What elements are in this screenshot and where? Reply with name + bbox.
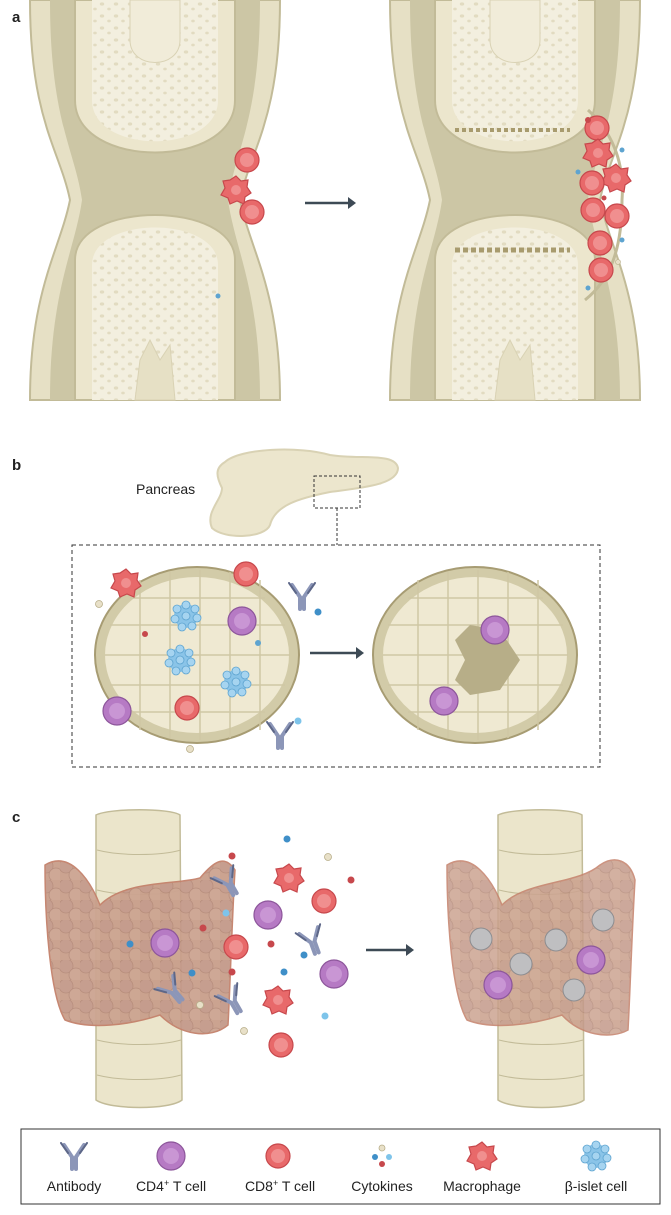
cd8-t-cell [580,197,606,223]
cd8-t-cell [268,1032,294,1058]
joint-inflamed [389,0,641,401]
cd4-t-cell [483,970,513,1000]
cd4-t-cell [429,686,459,716]
legend-label-beta-islet: β-islet cell [565,1178,628,1194]
macrophage [262,985,294,1015]
cd4-t-cell [102,696,132,726]
cd4-t-cell [227,606,257,636]
cytokines-icon [372,1144,392,1167]
arrow-head-icon [348,197,356,209]
cd4-t-cell [576,945,606,975]
arrow-head-icon [406,944,414,956]
cd8-t-cell [579,170,605,196]
legend-label-cytokines: Cytokines [351,1178,412,1194]
cd4-t-cell [319,959,349,989]
cd8-t-cell [239,199,265,225]
legend-box [20,1128,661,1205]
legend-label-cd4: CD4+ T cell [136,1178,206,1194]
cells-released [152,835,355,1058]
cytokine [215,293,221,299]
cd8-t-cell [588,257,614,283]
arrow-head-icon [356,647,364,659]
legend-label-antibody: Antibody [47,1178,101,1194]
panel-c-label: c [12,809,20,826]
antibody [265,720,295,750]
cd8-t-cell [587,230,613,256]
panel-a: a [12,0,641,401]
islet-healthy [94,566,300,744]
cd8-t-cell-icon [265,1143,291,1169]
cd8-t-cell [223,934,249,960]
cd4-t-cell-icon [156,1141,186,1171]
panel-a-label: a [12,9,21,26]
panel-c: c [12,809,636,1109]
legend-label-macrophage: Macrophage [443,1178,521,1194]
pancreas-organ [209,448,400,537]
cd4-t-cell [253,900,283,930]
thyroid-healthy [44,809,236,1109]
antibody [287,581,317,611]
joint-healthy [29,0,281,401]
panel-b: b Pancreas [12,448,601,768]
cd8-t-cell [234,147,260,173]
legend-label-cd8: CD8+ T cell [245,1178,315,1194]
thyroid-destroyed [446,809,636,1109]
cd8-t-cell [604,203,630,229]
zoom-frame [71,544,601,768]
islet-destroyed [372,566,578,744]
cd4-t-cell [480,615,510,645]
antibody [293,922,332,960]
legend: Antibody CD4+ T cell CD8+ T cell Cytokin… [20,1128,661,1205]
panel-b-label: b [12,457,21,474]
macrophage [273,863,305,893]
macrophage [600,163,632,193]
cd8-t-cell [174,695,200,721]
pancreas-label: Pancreas [136,481,195,497]
cd8-t-cell [233,561,259,587]
cd4-t-cell [150,928,180,958]
cd8-t-cell [311,888,337,914]
